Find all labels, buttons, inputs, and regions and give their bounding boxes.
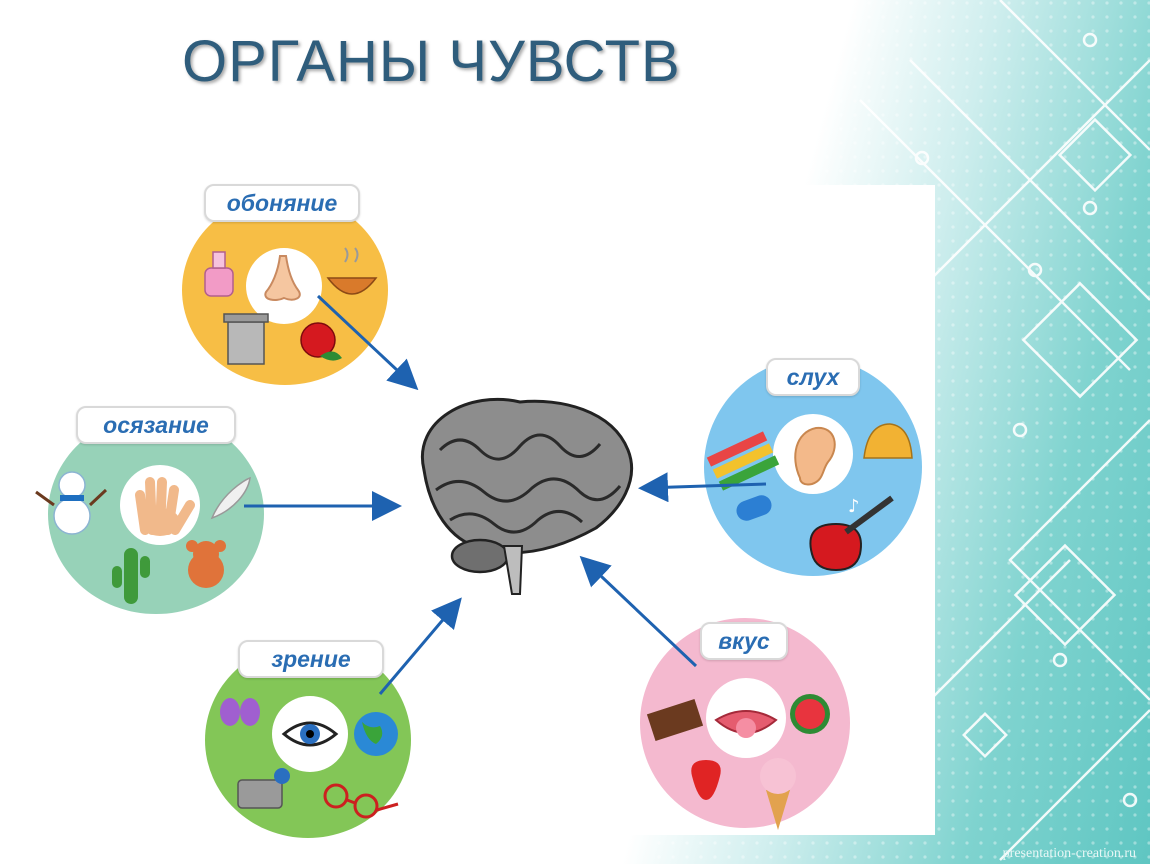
perfume-icon <box>204 251 234 297</box>
strawberry-icon <box>691 760 721 800</box>
glasses-icon <box>323 783 399 819</box>
arrow-taste-to-brain <box>579 555 698 668</box>
cactus-icon <box>112 548 150 604</box>
nose-icon <box>264 255 301 301</box>
ear-icon <box>794 426 836 486</box>
touch-label: осязание <box>76 406 236 444</box>
feather-icon <box>210 476 251 520</box>
hearing-label: слух <box>766 358 860 396</box>
rose-icon <box>300 322 342 361</box>
soup-bowl-icon <box>326 247 378 295</box>
xylophone-icon <box>706 431 780 491</box>
arrow-smell-to-brain <box>316 294 419 391</box>
trash-can-icon <box>223 313 269 365</box>
smell-label: обоняние <box>204 184 360 222</box>
bell-icon <box>863 423 913 459</box>
music-note-icon: ♪ <box>848 496 860 517</box>
chocolate-icon <box>646 698 704 742</box>
whistle-icon <box>736 495 772 521</box>
taste-label: вкус <box>700 622 788 660</box>
eye-icon <box>281 721 339 747</box>
ice-cream-icon <box>760 758 796 830</box>
butterfly-icon <box>220 698 260 726</box>
brain-icon <box>420 397 634 595</box>
watermark-text: presentation-creation.ru <box>1002 846 1136 861</box>
sight-label: зрение <box>238 640 384 678</box>
camera-icon <box>237 768 290 809</box>
arrow-sight-to-brain <box>378 597 462 695</box>
hand-icon <box>135 477 195 536</box>
teddy-bear-icon <box>186 540 226 588</box>
arrow-hearing-to-brain <box>638 472 767 503</box>
globe-icon <box>354 712 398 756</box>
watermelon-icon <box>790 694 830 734</box>
page-title: ОРГАНЫ ЧУВСТВ <box>182 29 681 94</box>
guitar-icon <box>809 495 894 572</box>
mouth-icon <box>714 710 778 738</box>
snowman-icon <box>35 471 108 535</box>
